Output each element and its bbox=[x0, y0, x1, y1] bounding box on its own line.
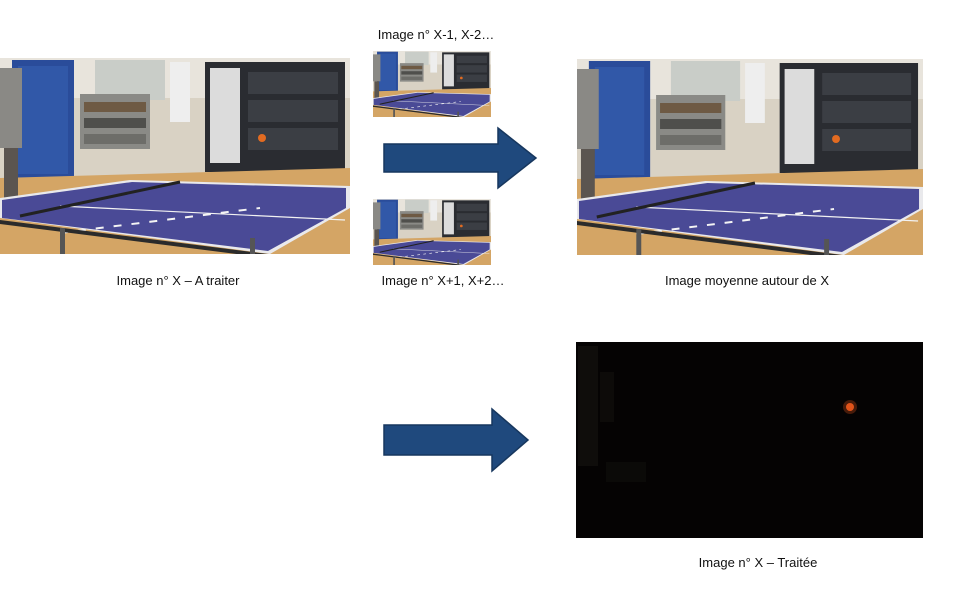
next-frames-caption: Image n° X+1, X+2… bbox=[381, 273, 505, 288]
mean-image-caption: Image moyenne autour de X bbox=[664, 273, 830, 288]
frame-to-process-caption: Image n° X – A traiter bbox=[116, 273, 240, 288]
right-arrow-icon bbox=[383, 407, 530, 473]
processed-frame-caption: Image n° X – Traitée bbox=[698, 555, 818, 570]
mean-image bbox=[577, 59, 923, 255]
frame-to-process-image bbox=[0, 58, 350, 254]
processed-frame-image bbox=[576, 342, 923, 538]
next-frames-thumbnail bbox=[373, 199, 491, 265]
right-arrow-icon bbox=[383, 126, 538, 190]
previous-frames-thumbnail bbox=[373, 51, 491, 117]
previous-frames-caption: Image n° X-1, X-2… bbox=[377, 27, 495, 42]
